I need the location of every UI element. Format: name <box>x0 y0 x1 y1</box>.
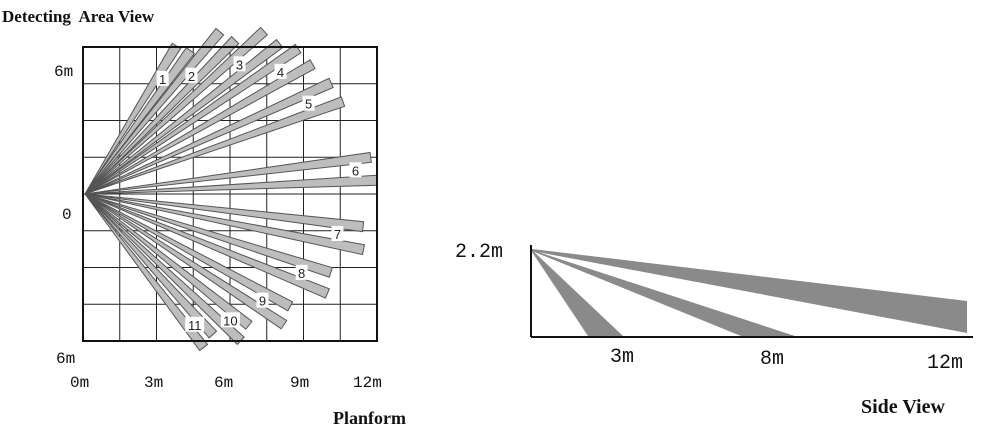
planform-x-label-3m: 3m <box>144 374 163 392</box>
beam-finger <box>84 38 284 195</box>
zone-label-background <box>302 95 315 111</box>
planform-y-label-bottom: 6m <box>56 350 75 368</box>
zone-label-background <box>331 225 344 241</box>
beam-finger <box>84 77 334 195</box>
zone-label-7: 7 <box>334 227 341 242</box>
side-view: 2.2m 3m 8m 12m Side View <box>455 241 973 418</box>
planform-x-label-9m: 9m <box>290 374 309 392</box>
planform-y-label-top: 6m <box>54 63 73 81</box>
side-x-label-12m: 12m <box>927 352 963 375</box>
zone-label-4: 4 <box>277 65 284 80</box>
beam-finger <box>84 193 333 278</box>
planform-y-label-middle: 0 <box>62 206 72 224</box>
zone-label-background <box>349 162 362 178</box>
beam-finger <box>84 35 240 195</box>
planform-x-label-0m: 0m <box>70 374 89 392</box>
side-x-label-3m: 3m <box>610 346 634 369</box>
beam-finger <box>84 193 366 256</box>
beam-finger <box>84 96 346 195</box>
zone-label-background <box>256 292 269 308</box>
beam-finger <box>84 193 253 330</box>
side-beam-far <box>532 249 967 333</box>
beam-finger <box>84 193 218 339</box>
side-view-caption: Side View <box>861 396 945 418</box>
zone-label-11: 11 <box>188 318 202 333</box>
zone-label-background <box>220 312 240 328</box>
beam-finger <box>84 151 372 195</box>
zone-label-10: 10 <box>223 313 237 328</box>
planform-beams <box>84 26 378 352</box>
zone-label-9: 9 <box>259 294 266 309</box>
beam-finger <box>84 193 209 352</box>
side-beam-middle <box>532 250 795 336</box>
zone-label-background <box>274 63 287 79</box>
zone-label-2: 2 <box>188 69 195 84</box>
beam-finger <box>84 59 316 195</box>
beam-finger <box>84 43 302 195</box>
beam-finger <box>84 193 288 330</box>
planform-x-label-6m: 6m <box>214 374 233 392</box>
side-height-label: 2.2m <box>455 241 503 264</box>
zone-label-1: 1 <box>159 72 166 87</box>
zone-label-background <box>233 56 246 72</box>
planform-view: 1 2 3 4 5 6 7 8 9 10 11 6m 0 6m 0m 3m 6m 9m 12m Pl… <box>54 26 406 428</box>
beam-finger <box>84 26 269 195</box>
side-x-label-8m: 8m <box>760 348 784 371</box>
zone-label-background <box>295 264 308 280</box>
beam-finger <box>84 193 365 233</box>
beam-finger <box>84 193 330 299</box>
zone-label-background <box>185 67 198 83</box>
zone-labels: 1 2 3 4 5 6 7 8 9 10 11 <box>156 56 362 333</box>
planform-frame <box>82 46 378 342</box>
zone-label-8: 8 <box>298 266 305 281</box>
diagram-title: Detecting Area View <box>2 7 155 26</box>
side-beam-near <box>532 250 623 336</box>
zone-label-background <box>185 316 205 332</box>
zone-label-3: 3 <box>236 57 243 72</box>
zone-label-6: 6 <box>352 163 359 178</box>
zone-label-background <box>156 70 169 86</box>
planform-x-label-12m: 12m <box>353 374 382 392</box>
planform-caption: Planform <box>333 408 406 428</box>
beam-finger <box>84 193 294 312</box>
zone-label-5: 5 <box>305 97 312 112</box>
